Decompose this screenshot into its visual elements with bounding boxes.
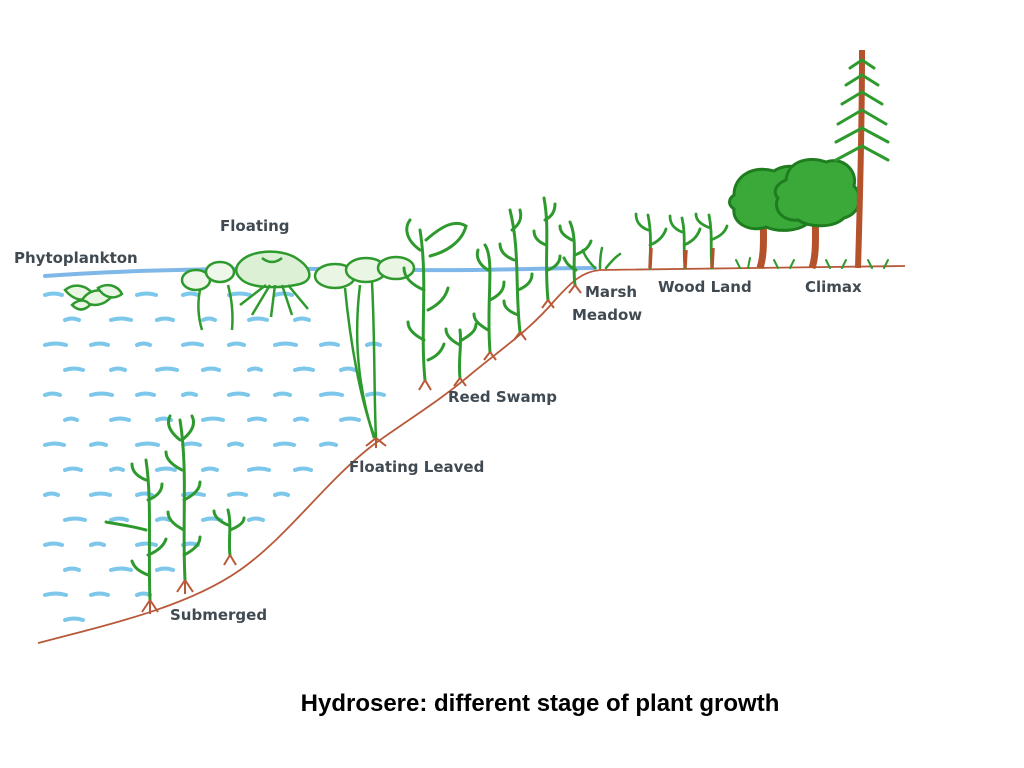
- water-dash: [89, 541, 106, 547]
- water-dash: [319, 341, 340, 347]
- water-dash: [155, 466, 177, 472]
- water-dash: [181, 291, 200, 297]
- water-dash: [227, 341, 246, 347]
- water-dash: [247, 366, 263, 372]
- water-dash: [201, 416, 225, 422]
- water-dash: [201, 316, 217, 322]
- wood-land-trunks: [648, 247, 715, 269]
- climax-broadleaf-trees: [728, 157, 861, 270]
- water-dash: [155, 566, 175, 572]
- water-dash: [89, 441, 108, 447]
- label-wood-land: Wood Land: [658, 278, 752, 296]
- water-dash: [109, 316, 133, 322]
- water-dash: [135, 391, 156, 397]
- water-dash: [293, 416, 309, 422]
- water-dash: [201, 366, 221, 372]
- water-dashes: [43, 291, 386, 622]
- water-dash: [155, 516, 171, 522]
- water-dash: [63, 566, 81, 572]
- water-dash: [135, 541, 158, 547]
- water-dash: [43, 291, 64, 297]
- water-dash: [273, 491, 290, 497]
- label-climax: Climax: [805, 278, 862, 296]
- water-dash: [135, 441, 160, 447]
- label-meadow: Meadow: [572, 306, 642, 324]
- water-dash: [181, 391, 198, 397]
- water-dash: [63, 616, 85, 622]
- water-dash: [247, 316, 269, 322]
- water-dash: [227, 441, 244, 447]
- submerged-roots: [141, 554, 237, 614]
- label-marsh: Marsh: [585, 283, 637, 301]
- water-dash: [155, 366, 179, 372]
- water-dash: [181, 341, 204, 347]
- water-dash: [319, 391, 344, 397]
- floating-leaved-plant: [313, 255, 416, 448]
- water-dash: [89, 591, 110, 597]
- water-dash: [135, 491, 154, 497]
- reed-roots: [418, 284, 582, 391]
- water-dash: [89, 341, 110, 347]
- water-dash: [109, 566, 133, 572]
- floating-plant-large: [235, 250, 311, 318]
- water-dash: [63, 316, 81, 322]
- climax-conifer-tree: [834, 49, 890, 269]
- phytoplankton-plant: [63, 283, 124, 311]
- label-floating: Floating: [220, 217, 290, 235]
- water-dash: [89, 391, 114, 397]
- label-floating-leaved: Floating Leaved: [349, 458, 484, 476]
- water-dash: [339, 416, 361, 422]
- water-dash: [43, 491, 60, 497]
- water-dash: [135, 291, 158, 297]
- water-dash: [293, 466, 313, 472]
- water-dash: [109, 466, 125, 472]
- water-dash: [89, 491, 112, 497]
- water-dash: [43, 441, 66, 447]
- climax-ground-grass: [735, 257, 889, 269]
- water-dash: [227, 291, 252, 297]
- water-dash: [247, 516, 265, 522]
- water-dash: [63, 416, 79, 422]
- figure-caption: Hydrosere: different stage of plant grow…: [300, 690, 780, 717]
- water-dash: [43, 341, 68, 347]
- water-dash: [293, 366, 315, 372]
- water-dash: [293, 316, 311, 322]
- water-dash: [109, 516, 129, 522]
- water-dash: [155, 316, 175, 322]
- submerged-plants: [104, 414, 246, 602]
- water-dash: [63, 366, 85, 372]
- water-dash: [273, 441, 296, 447]
- water-dash: [135, 341, 152, 347]
- water-dash: [43, 591, 68, 597]
- water-dash: [339, 366, 357, 372]
- water-dash: [319, 441, 338, 447]
- shore-ground-line: [37, 265, 906, 644]
- water-dash: [273, 291, 294, 297]
- water-dash: [201, 466, 219, 472]
- water-dash: [63, 516, 87, 522]
- water-dash: [43, 541, 64, 547]
- water-dash: [273, 391, 292, 397]
- water-dash: [109, 366, 127, 372]
- label-submerged: Submerged: [170, 606, 267, 624]
- water-dash: [273, 341, 298, 347]
- water-dash: [135, 591, 152, 597]
- water-dash: [181, 441, 202, 447]
- reed-swamp-plants: [402, 196, 593, 382]
- water-dash: [227, 491, 248, 497]
- water-dash: [43, 391, 62, 397]
- label-phytoplankton: Phytoplankton: [14, 249, 138, 267]
- water-dash: [227, 391, 250, 397]
- floating-plant-small: [180, 260, 236, 331]
- marsh-meadow-grass: [581, 246, 622, 270]
- label-reed-swamp: Reed Swamp: [448, 388, 557, 406]
- water-dash: [247, 466, 271, 472]
- water-dash: [247, 416, 267, 422]
- water-dash: [63, 466, 83, 472]
- water-dash: [109, 416, 131, 422]
